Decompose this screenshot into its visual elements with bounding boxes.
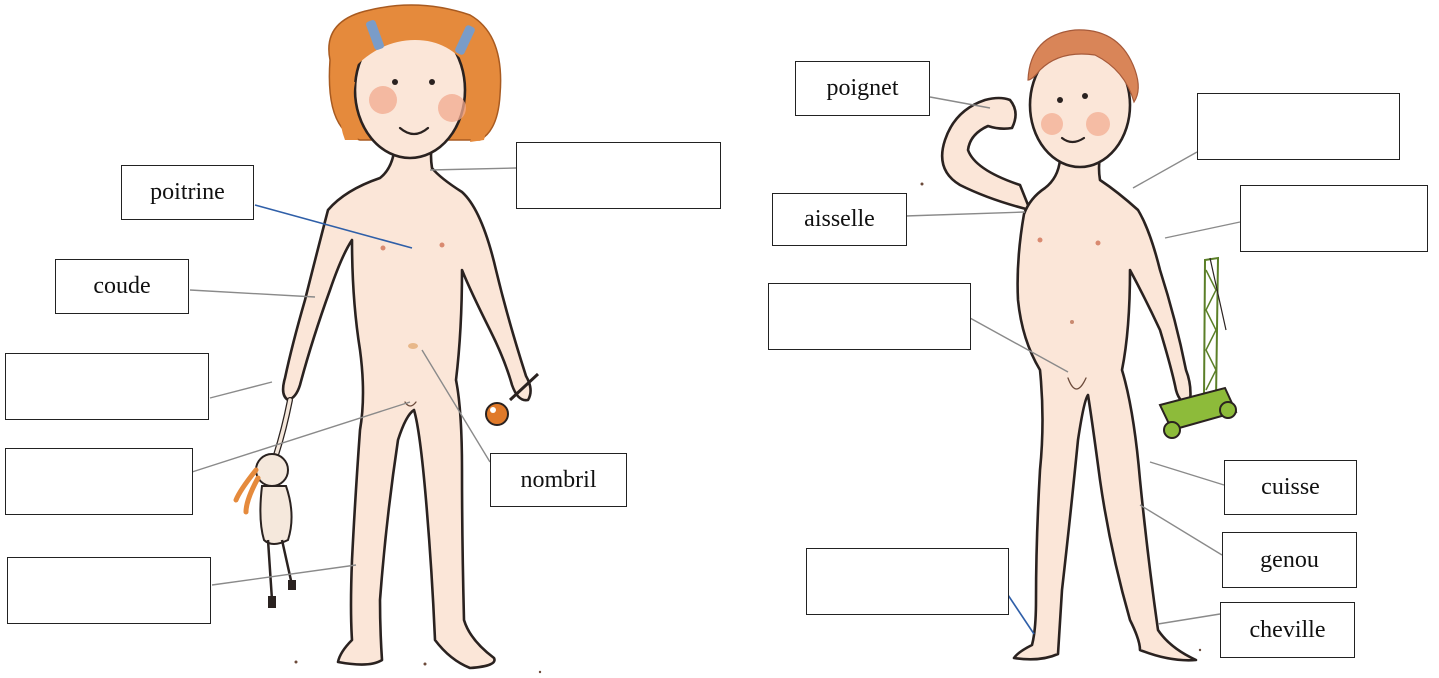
label-boy-belly[interactable]	[768, 283, 971, 350]
label-coude: coude	[55, 259, 189, 314]
label-boy-shoulder[interactable]	[1197, 93, 1400, 160]
label-girl-leg[interactable]	[7, 557, 211, 624]
label-poignet: poignet	[795, 61, 930, 116]
label-boy-arm[interactable]	[1240, 185, 1428, 252]
label-poitrine: poitrine	[121, 165, 254, 220]
label-girl-hand[interactable]	[5, 353, 209, 420]
label-boy-foot[interactable]	[806, 548, 1009, 615]
label-girl-neck[interactable]	[516, 142, 721, 209]
label-cheville: cheville	[1220, 602, 1355, 658]
label-aisselle: aisselle	[772, 193, 907, 246]
girl-figure-icon	[283, 5, 530, 668]
label-cuisse: cuisse	[1224, 460, 1357, 515]
label-genou: genou	[1222, 532, 1357, 588]
label-nombril: nombril	[490, 453, 627, 507]
label-girl-thigh[interactable]	[5, 448, 193, 515]
